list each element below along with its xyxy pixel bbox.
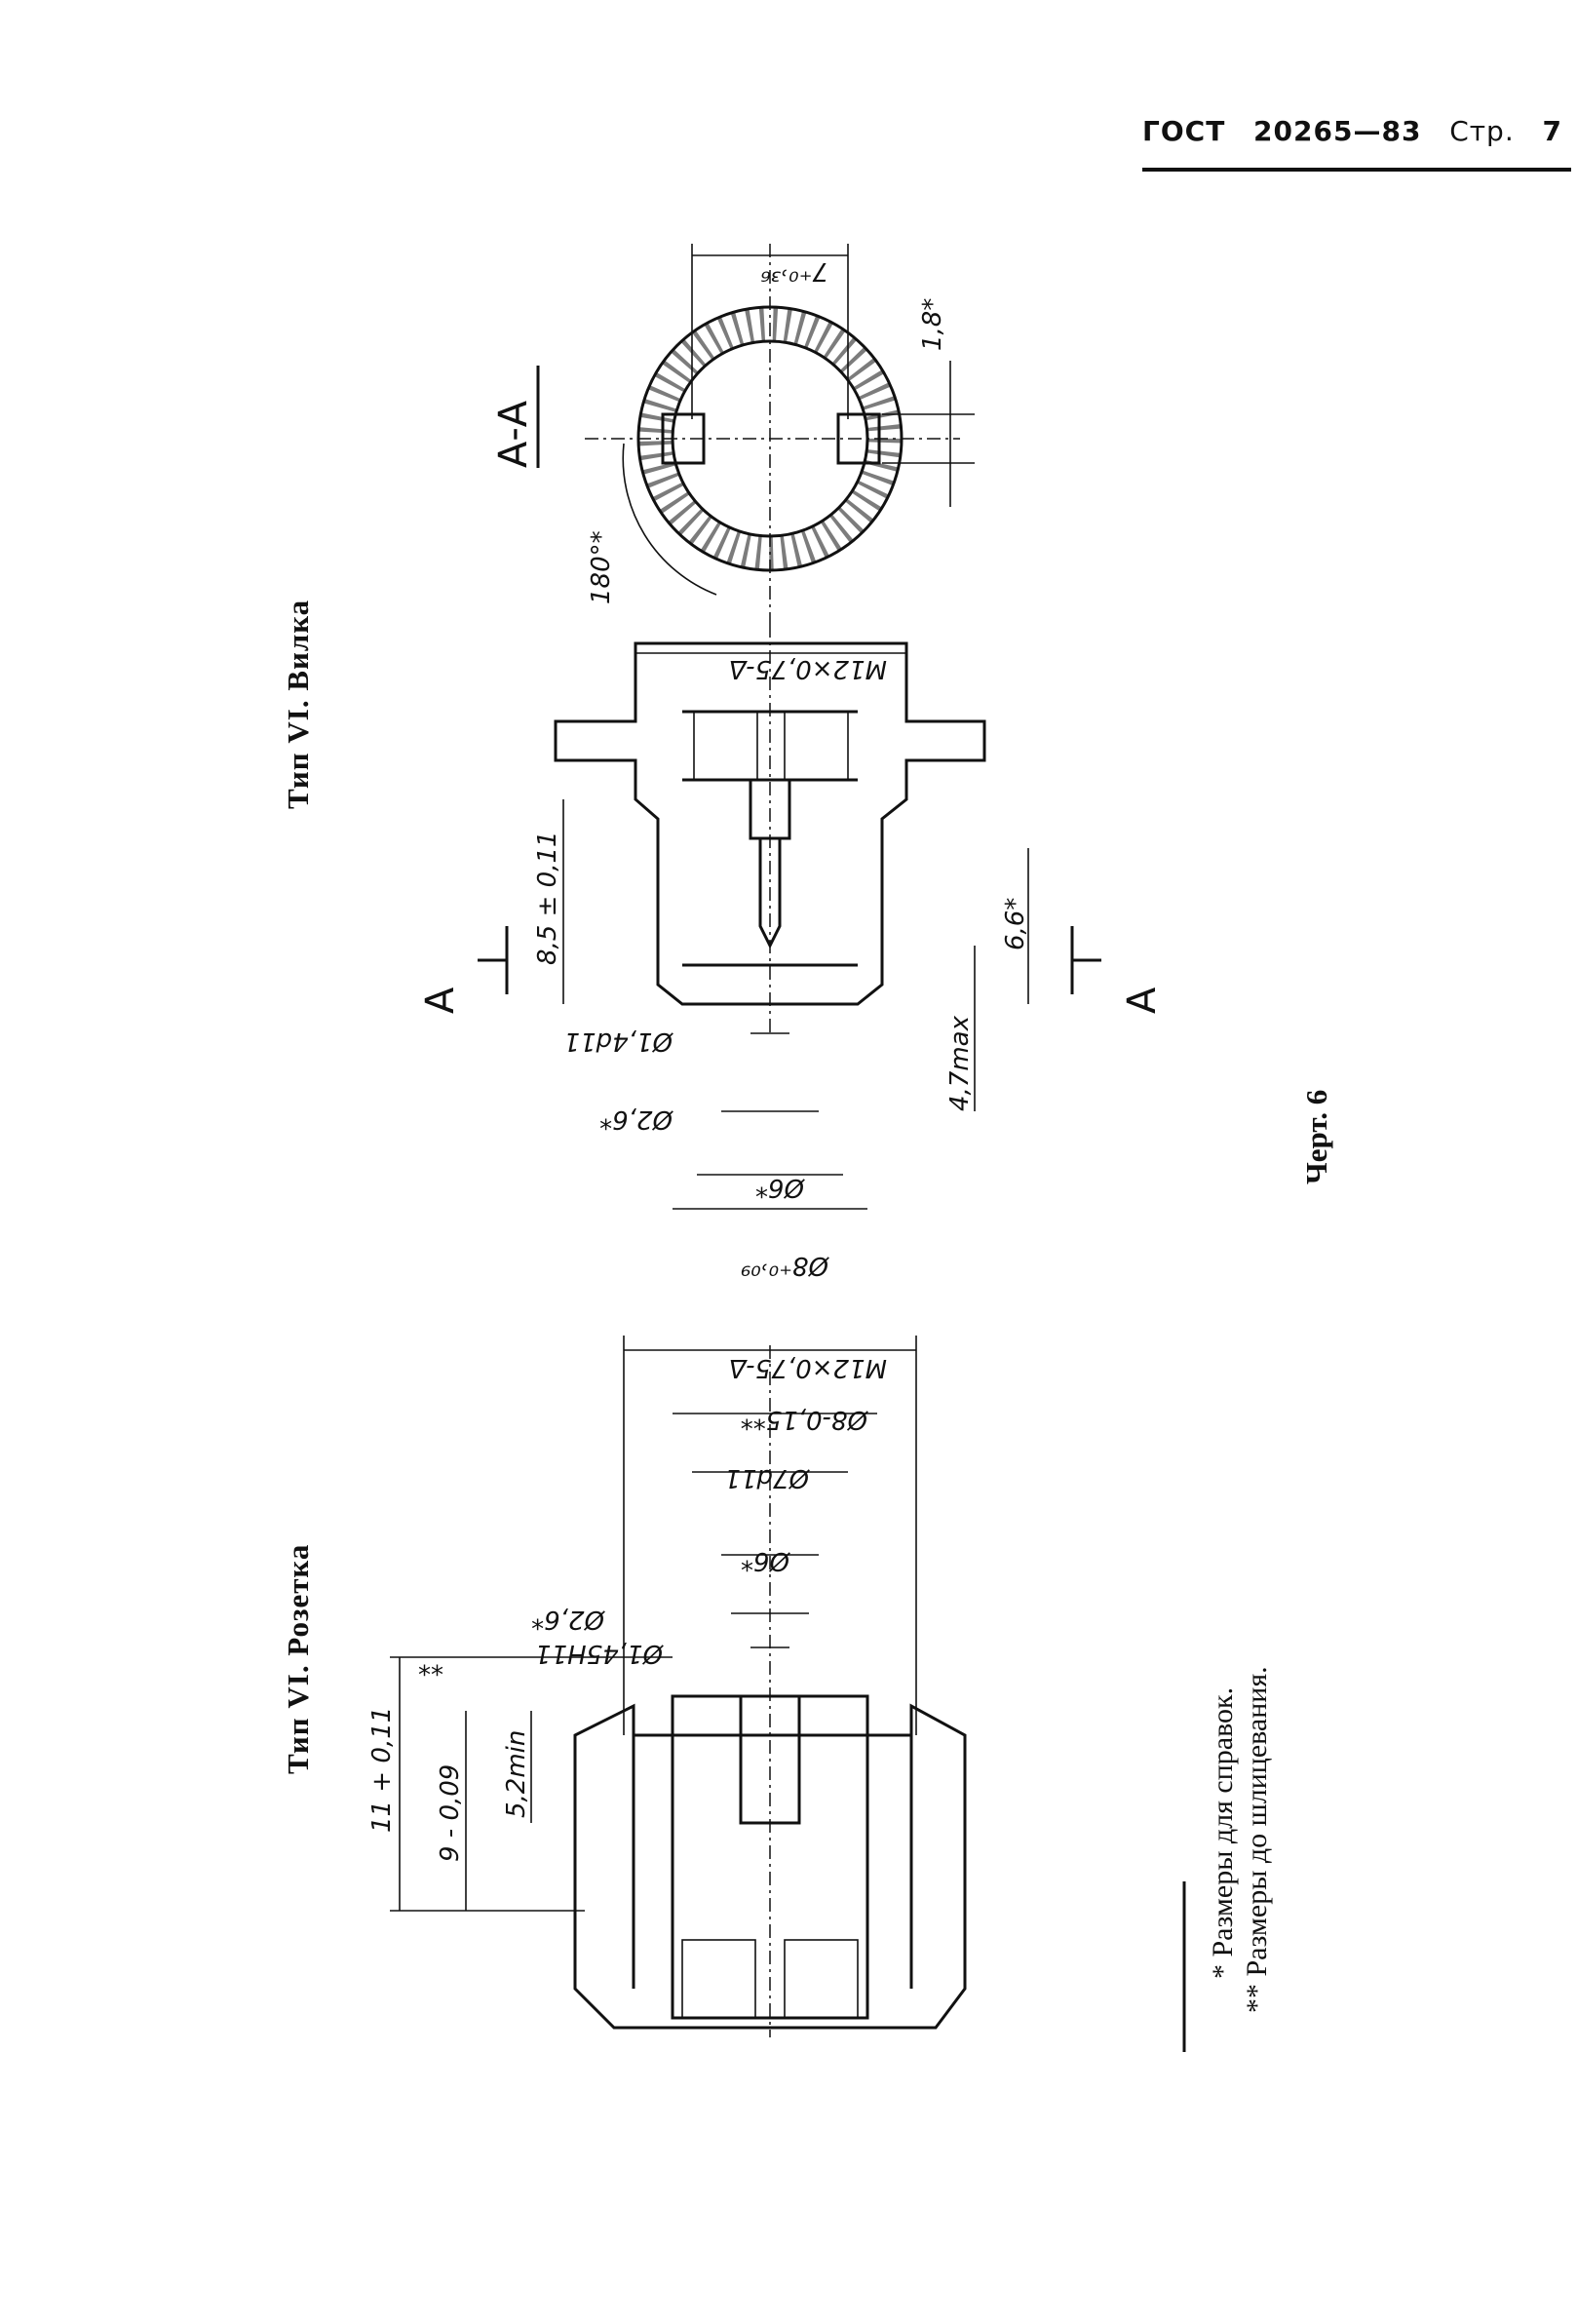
section-mark-left: А: [418, 987, 463, 1014]
socket-len3-dim: 5,2min: [502, 1730, 531, 1818]
ring-width-dim: 7⁺⁰˒³⁶: [760, 256, 828, 286]
section-a-a-label: А-А: [491, 400, 536, 468]
socket-d2-dim: Ø7d11: [724, 1463, 810, 1492]
plug-d2-dim: Ø2,6*: [599, 1104, 673, 1134]
standard-number: 20265—83: [1253, 115, 1422, 147]
plug-view: M12×0,75-Δ 8,5 ± 0,11 6,6* 4,7max А А Ø1…: [418, 624, 1165, 1280]
socket-len2-dim: 9 - 0,09: [436, 1764, 465, 1862]
socket-len1-dim: 11 + 0,11: [367, 1707, 397, 1833]
plug-d3-dim: Ø6*: [755, 1173, 805, 1202]
socket-thread-dim: M12×0,75-Δ: [729, 1353, 887, 1382]
plug-length-dim: 8,5 ± 0,11: [533, 831, 562, 965]
page-label: Стр.: [1449, 115, 1515, 147]
figure-label: Черт. 6: [1299, 1089, 1333, 1184]
note-splining: ** Размеры до шлицевания.: [1241, 1666, 1273, 2013]
angle-dim: 180°*: [587, 530, 616, 604]
socket-d4-dim: Ø2,6*: [531, 1605, 605, 1634]
section-a-a-view: А-А 7⁺⁰˒³⁶ 1,8* 180°*: [491, 244, 975, 624]
plug-body: [554, 641, 986, 1006]
page-header: ГОСТ 20265—83 Стр. 7: [1142, 115, 1571, 185]
plug-d4-dim: Ø8⁺⁰˒⁰⁹: [741, 1251, 829, 1280]
angle-arc: [622, 443, 717, 596]
socket-insulator-left: [681, 1939, 756, 2019]
standard-label: ГОСТ: [1142, 115, 1226, 147]
plug-insulator-right: [784, 711, 849, 781]
socket-d1-dim: Ø8-0,15**: [741, 1405, 868, 1434]
note-reference: * Размеры для справок.: [1207, 1686, 1239, 1979]
socket-insulator-right: [784, 1939, 859, 2019]
plug-max-dim: 4,7max: [945, 1015, 975, 1111]
plug-d1-dim: Ø1,4d11: [564, 1026, 673, 1056]
slot-dim: 1,8*: [918, 298, 947, 351]
socket-title: Тип VI. Розетка: [281, 1543, 315, 1774]
socket-body: [573, 1703, 967, 2030]
plug-thread-dim: M12×0,75-Δ: [729, 654, 887, 683]
header-rule: [1142, 168, 1571, 172]
socket-view: M12×0,75-Δ Ø8-0,15** Ø7d11 Ø6* Ø2,6* Ø1,…: [367, 1336, 967, 2037]
plug-insulator-left: [693, 711, 758, 781]
socket-d5-star: **: [418, 1650, 443, 1680]
section-mark-right: А: [1120, 987, 1165, 1014]
socket-d5-dim: Ø1,45H11: [535, 1639, 664, 1668]
plug-title: Тип VI. Вилка: [281, 599, 315, 809]
page-number: 7: [1542, 115, 1562, 147]
socket-d3-dim: Ø6*: [741, 1546, 790, 1575]
plug-depth-dim: 6,6*: [1001, 898, 1030, 950]
